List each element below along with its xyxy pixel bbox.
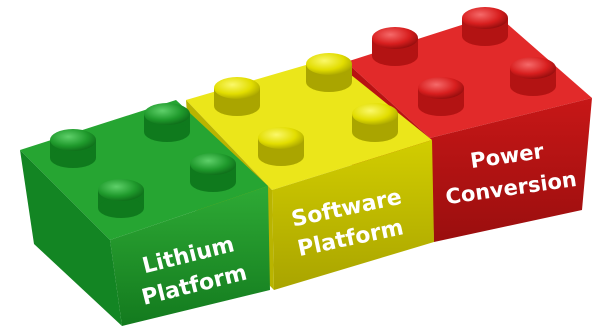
software-platform-brick: Software Platform (186, 53, 434, 290)
power-conversion-brick: Power Conversion (346, 7, 592, 242)
green-brick-studs (50, 103, 236, 218)
lithium-platform-brick: Lithium Platform (20, 100, 270, 326)
yellow-brick-studs (214, 53, 398, 166)
red-brick-studs (372, 7, 556, 116)
red-brick-front (430, 98, 592, 242)
green-brick-front (110, 186, 270, 326)
yellow-brick-front (272, 140, 434, 290)
green-brick-side (20, 150, 122, 326)
